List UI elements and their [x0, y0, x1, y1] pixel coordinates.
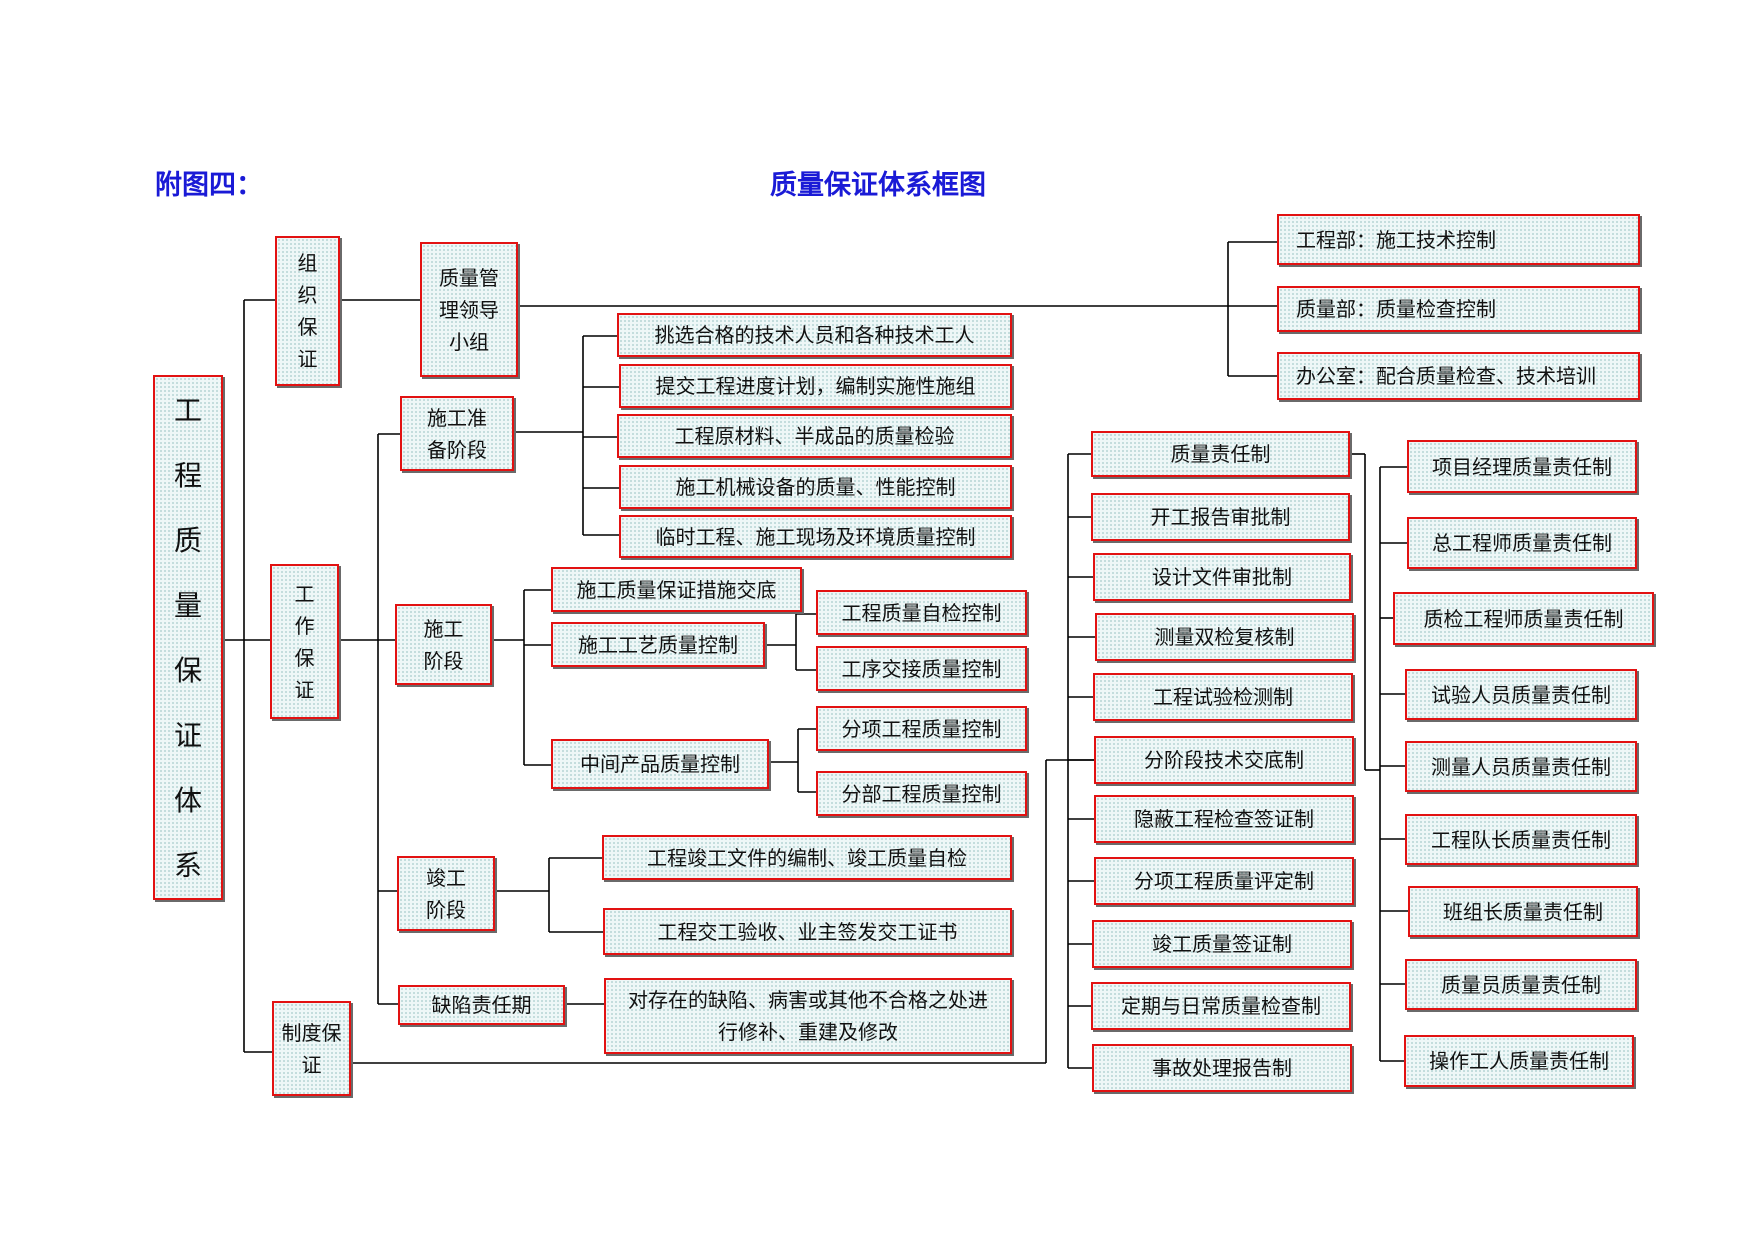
prep-item-label: 挑选合格的技术人员和各种技术工人 — [654, 323, 975, 347]
responsibility-item: 试验人员质量责任制 — [1405, 669, 1637, 720]
sub-part-control-label: 分部工程质量控制 — [841, 781, 1002, 806]
stage-defect-period: 缺陷责任期 — [398, 985, 565, 1025]
dept-office-label: 办公室：配合质量检查、技术培训 — [1296, 364, 1596, 388]
system-item: 竣工质量签证制 — [1092, 920, 1352, 968]
root-box: 工程质量保证体系 — [153, 375, 223, 900]
responsibility-item: 质量员质量责任制 — [1405, 959, 1637, 1010]
system-item-label: 隐蔽工程检查签证制 — [1134, 807, 1314, 831]
handover-control-label: 工序交接质量控制 — [841, 656, 1002, 681]
stage-completion-label: 竣工阶段 — [426, 865, 466, 922]
system-item: 分阶段技术交底制 — [1094, 736, 1354, 784]
handover-control: 工序交接质量控制 — [816, 646, 1027, 691]
responsibility-item-label: 试验人员质量责任制 — [1431, 682, 1611, 707]
stage-construction: 施工阶段 — [395, 604, 492, 685]
system-item: 开工报告审批制 — [1091, 493, 1350, 541]
responsibility-item: 班组长质量责任制 — [1408, 886, 1638, 937]
quality-leadership-group: 质量管理领导小组 — [420, 242, 518, 377]
dept-engineering: 工程部：施工技术控制 — [1277, 214, 1640, 265]
prep-item: 施工机械设备的质量、性能控制 — [619, 465, 1012, 509]
prep-item-label: 工程原材料、半成品的质量检验 — [674, 424, 955, 448]
prep-item-label: 提交工程进度计划，编制实施性施组 — [655, 374, 976, 398]
responsibility-item: 测量人员质量责任制 — [1405, 741, 1637, 792]
system-item-label: 竣工质量签证制 — [1152, 932, 1292, 956]
prep-item: 工程原材料、半成品的质量检验 — [617, 414, 1012, 458]
sub-item-control: 分项工程质量控制 — [816, 706, 1027, 751]
intermediate-product-control: 中间产品质量控制 — [551, 739, 769, 789]
responsibility-item: 操作工人质量责任制 — [1404, 1035, 1634, 1087]
prep-item: 挑选合格的技术人员和各种技术工人 — [617, 313, 1012, 357]
system-item-label: 分项工程质量评定制 — [1134, 869, 1314, 893]
self-check-control-label: 工程质量自检控制 — [841, 600, 1002, 625]
system-item-label: 测量双检复核制 — [1154, 625, 1295, 649]
construction-measures: 施工质量保证措施交底 — [551, 567, 802, 612]
intermediate-product-control-label: 中间产品质量控制 — [580, 752, 740, 776]
quality-leadership-group-label: 质量管理领导小组 — [439, 265, 499, 354]
prep-item-label: 临时工程、施工现场及环境质量控制 — [655, 524, 976, 549]
responsibility-item-label: 测量人员质量责任制 — [1431, 754, 1611, 779]
system-item: 工程试验检测制 — [1093, 673, 1353, 721]
defect-item-label: 对存在的缺陷、病害或其他不合格之处进行修补、重建及修改 — [628, 988, 988, 1044]
responsibility-item-label: 总工程师质量责任制 — [1432, 531, 1612, 555]
pillar-org-label: 组织保证 — [297, 251, 318, 371]
sub-part-control: 分部工程质量控制 — [816, 771, 1027, 816]
responsibility-item-label: 质检工程师质量责任制 — [1423, 606, 1624, 631]
completion-item-label: 工程竣工文件的编制、竣工质量自检 — [647, 845, 967, 870]
dept-office: 办公室：配合质量检查、技术培训 — [1277, 352, 1640, 400]
system-item-label: 分阶段技术交底制 — [1144, 748, 1304, 772]
stage-prep-label: 施工准备阶段 — [427, 405, 487, 462]
defect-item: 对存在的缺陷、病害或其他不合格之处进行修补、重建及修改 — [604, 978, 1012, 1054]
pillar-work: 工作保证 — [270, 564, 339, 719]
system-item: 设计文件审批制 — [1093, 553, 1351, 601]
sub-item-control-label: 分项工程质量控制 — [841, 716, 1002, 741]
diagram-title: 质量保证体系框图 — [770, 170, 986, 201]
dept-quality: 质量部：质量检查控制 — [1277, 286, 1640, 332]
self-check-control: 工程质量自检控制 — [816, 590, 1027, 635]
responsibility-item: 总工程师质量责任制 — [1407, 517, 1637, 569]
prep-item-label: 施工机械设备的质量、性能控制 — [675, 475, 956, 499]
root-label: 工程质量保证体系 — [173, 393, 202, 882]
responsibility-item-label: 项目经理质量责任制 — [1432, 454, 1612, 479]
system-item: 定期与日常质量检查制 — [1091, 982, 1351, 1030]
system-item: 隐蔽工程检查签证制 — [1094, 795, 1354, 843]
system-item: 事故处理报告制 — [1092, 1044, 1352, 1092]
process-quality-control: 施工工艺质量控制 — [551, 622, 765, 667]
responsibility-item-label: 工程队长质量责任制 — [1431, 827, 1611, 852]
completion-item: 工程竣工文件的编制、竣工质量自检 — [602, 835, 1012, 880]
pillar-org: 组织保证 — [275, 236, 340, 386]
stage-defect-period-label: 缺陷责任期 — [431, 993, 532, 1017]
responsibility-item-label: 质量员质量责任制 — [1441, 972, 1601, 997]
stage-prep: 施工准备阶段 — [400, 396, 514, 471]
dept-quality-label: 质量部：质量检查控制 — [1296, 297, 1496, 321]
system-item: 分项工程质量评定制 — [1094, 857, 1354, 905]
system-item: 测量双检复核制 — [1095, 613, 1354, 661]
pillar-system: 制度保证 — [272, 1001, 351, 1096]
system-item-label: 质量责任制 — [1170, 442, 1271, 466]
responsibility-item-label: 操作工人质量责任制 — [1429, 1049, 1609, 1073]
prep-item: 临时工程、施工现场及环境质量控制 — [619, 515, 1012, 558]
dept-engineering-label: 工程部：施工技术控制 — [1296, 227, 1496, 252]
stage-construction-label: 施工阶段 — [423, 616, 464, 673]
prep-item: 提交工程进度计划，编制实施性施组 — [619, 364, 1012, 408]
pillar-work-label: 工作保证 — [294, 581, 315, 702]
system-item-label: 开工报告审批制 — [1150, 505, 1291, 529]
completion-item-label: 工程交工验收、业主签发交工证书 — [657, 919, 958, 944]
stage-completion: 竣工阶段 — [397, 856, 495, 931]
construction-measures-label: 施工质量保证措施交底 — [576, 577, 777, 602]
pillar-system-label: 制度保证 — [281, 1020, 342, 1077]
figure-label: 附图四： — [155, 170, 263, 201]
completion-item: 工程交工验收、业主签发交工证书 — [603, 908, 1012, 955]
system-item-label: 定期与日常质量检查制 — [1121, 994, 1321, 1018]
responsibility-item: 工程队长质量责任制 — [1405, 814, 1637, 865]
system-item-label: 设计文件审批制 — [1152, 565, 1292, 589]
system-item-label: 事故处理报告制 — [1152, 1056, 1292, 1080]
responsibility-item: 项目经理质量责任制 — [1407, 440, 1637, 493]
system-item-label: 工程试验检测制 — [1153, 685, 1293, 709]
process-quality-control-label: 施工工艺质量控制 — [578, 632, 738, 657]
system-item: 质量责任制 — [1091, 431, 1350, 477]
responsibility-item-label: 班组长质量责任制 — [1443, 899, 1603, 924]
responsibility-item: 质检工程师质量责任制 — [1393, 592, 1654, 645]
